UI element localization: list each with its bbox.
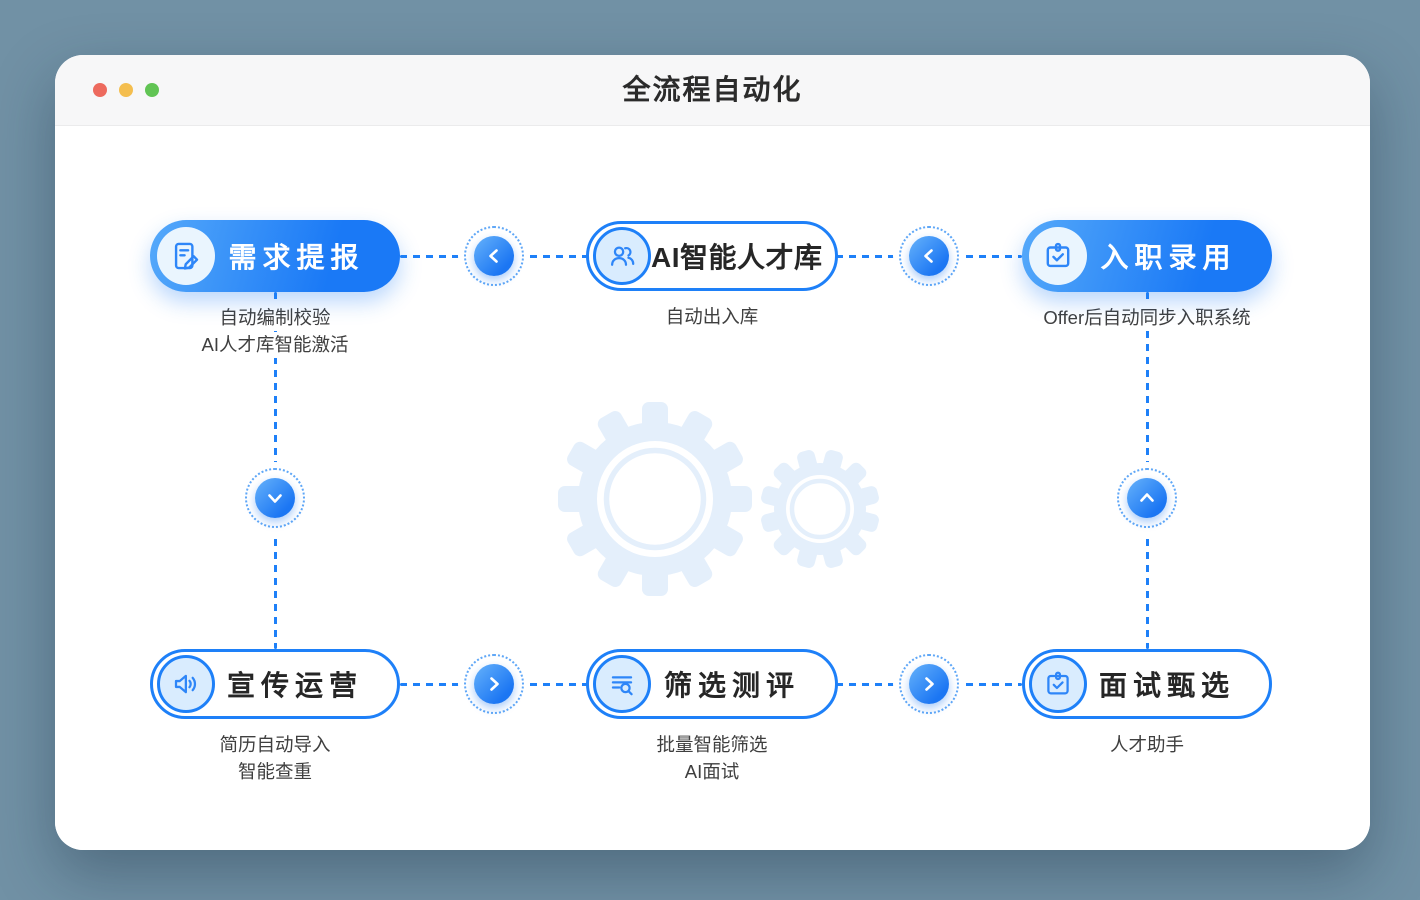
chevron-left-icon <box>909 236 949 276</box>
node-label: 宣传运营 <box>226 670 363 701</box>
chevron-down-icon <box>255 478 295 518</box>
speaker-icon <box>157 655 215 713</box>
chevron-right-icon <box>474 664 514 704</box>
flow-arrow-left <box>464 226 524 286</box>
node-subtitle: 自动出入库 <box>586 304 838 331</box>
node-interview-pill[interactable]: 面试甄选 <box>1022 649 1272 719</box>
node-interview: 面试甄选 人才助手 <box>1022 649 1272 759</box>
node-promotion-pill[interactable]: 宣传运营 <box>150 649 400 719</box>
gears-icon <box>558 402 881 596</box>
clipboard-check-icon <box>1029 655 1087 713</box>
window-titlebar: 全流程自动化 <box>55 55 1370 126</box>
flow-canvas: 需求提报 自动编制校验 AI人才库智能激活 <box>55 126 1370 850</box>
node-label: 入职录用 <box>1100 242 1237 273</box>
chevron-right-icon <box>909 664 949 704</box>
document-edit-icon <box>157 227 215 285</box>
node-talent-pool: AI智能人才库 自动出入库 <box>586 221 838 331</box>
node-requirement: 需求提报 自动编制校验 AI人才库智能激活 <box>150 220 400 359</box>
page-title: 全流程自动化 <box>622 74 803 105</box>
node-requirement-pill[interactable]: 需求提报 <box>150 220 400 292</box>
node-subtitle: 人才助手 <box>1022 732 1272 759</box>
node-talent-pool-pill[interactable]: AI智能人才库 <box>586 221 838 291</box>
node-screening: 筛选测评 批量智能筛选 AI面试 <box>586 649 838 786</box>
node-promotion: 宣传运营 简历自动导入 智能查重 <box>150 649 400 786</box>
app-window: 全流程自动化 <box>55 55 1370 850</box>
flow-arrow-left <box>899 226 959 286</box>
node-subtitle: 自动编制校验 AI人才库智能激活 <box>150 305 400 359</box>
close-button[interactable] <box>93 83 107 97</box>
node-label: AI智能人才库 <box>651 242 823 273</box>
node-subtitle: 批量智能筛选 AI面试 <box>586 732 838 786</box>
zoom-button[interactable] <box>145 83 159 97</box>
node-subtitle: 简历自动导入 智能查重 <box>150 732 400 786</box>
minimize-button[interactable] <box>119 83 133 97</box>
node-label: 面试甄选 <box>1098 670 1235 701</box>
users-icon <box>593 227 651 285</box>
flow-arrow-right <box>464 654 524 714</box>
node-onboarding: 入职录用 Offer后自动同步入职系统 <box>1022 220 1272 332</box>
node-onboarding-pill[interactable]: 入职录用 <box>1022 220 1272 292</box>
flow-arrow-up <box>1117 468 1177 528</box>
node-label: 筛选测评 <box>663 670 800 701</box>
node-label: 需求提报 <box>228 242 365 273</box>
flow-arrow-down <box>245 468 305 528</box>
node-subtitle: Offer后自动同步入职系统 <box>1022 305 1272 332</box>
window-controls <box>93 55 159 125</box>
clipboard-check-icon <box>1029 227 1087 285</box>
node-screening-pill[interactable]: 筛选测评 <box>586 649 838 719</box>
chevron-left-icon <box>474 236 514 276</box>
flow-arrow-right <box>899 654 959 714</box>
list-search-icon <box>593 655 651 713</box>
chevron-up-icon <box>1127 478 1167 518</box>
